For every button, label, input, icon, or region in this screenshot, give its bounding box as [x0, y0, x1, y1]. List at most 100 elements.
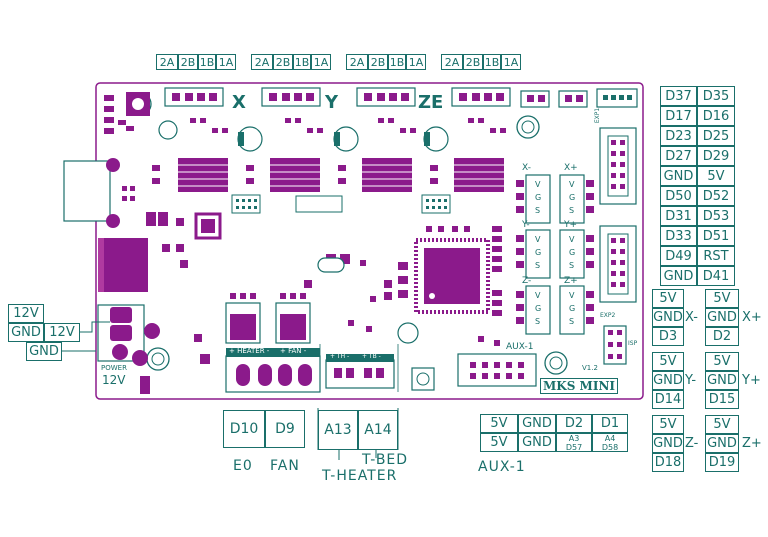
ymax-d15: D15	[705, 390, 739, 409]
vgs-v-5: V	[535, 291, 541, 300]
regulator-dot	[132, 98, 144, 110]
ic-isp-header	[295, 195, 343, 213]
exp-pins	[611, 140, 625, 287]
aux1-r2-a4-d58: A4 D58	[592, 433, 628, 452]
aux1-r2-a3-d57: A3 D57	[556, 433, 592, 452]
heater-pin-d10: D10	[223, 410, 265, 448]
zmin-gnd: GND	[652, 434, 684, 453]
xmax-d2: D2	[705, 327, 739, 346]
led-dots	[194, 320, 500, 364]
heater-e0-label: E0	[233, 458, 253, 474]
e-pin-2b: 2B	[463, 54, 483, 70]
aux1-r1-d2: D2	[556, 414, 592, 433]
power-line-1	[80, 321, 110, 333]
usb-pins	[122, 186, 135, 201]
aux1-d58: D58	[601, 442, 619, 452]
exp2-r3-c1: RST	[697, 246, 735, 266]
exp1-r2-c1: D25	[697, 126, 735, 146]
driver-ic-stripes	[178, 164, 504, 187]
zmax-d19: D19	[705, 453, 739, 472]
vgs-v-6: V	[569, 291, 575, 300]
endstop-silk-zminus: Z-	[522, 276, 532, 286]
aux1-d57: D57	[565, 442, 583, 452]
mount-hole-bl-inner	[151, 352, 165, 366]
zmin-d18: D18	[652, 453, 684, 472]
usb-pad-2	[106, 214, 120, 228]
zmax-5v: 5V	[705, 415, 739, 434]
thermistor-silk-bar	[326, 354, 394, 362]
ymax-5v: 5V	[705, 352, 739, 371]
vgs-g-3: G	[535, 248, 542, 257]
power-gnd-bottom: GND	[26, 342, 62, 361]
motor-conn-e	[451, 87, 511, 107]
vgs-s-3: S	[535, 261, 541, 270]
xmax-5v: 5V	[705, 289, 739, 308]
v12-silk: 12V	[102, 373, 126, 387]
ymin-d14: D14	[652, 390, 684, 409]
crystal	[317, 257, 345, 273]
aux1-r1-gnd: GND	[518, 414, 556, 433]
zmax-axis: Z+	[742, 436, 762, 451]
xmax-axis: X+	[742, 310, 762, 325]
z-pin-2a: 2A	[346, 54, 368, 70]
xmin-axis: X-	[685, 310, 698, 325]
e-pin-1b: 1B	[483, 54, 501, 70]
heater-silk: + HEATER -	[229, 347, 270, 355]
endstop-connectors	[525, 174, 585, 335]
vgs-g-5: G	[535, 304, 542, 313]
axis-label-ze: ZE	[418, 92, 444, 113]
exp1-r1-c1: D16	[697, 106, 735, 126]
aux1-r2-gnd: GND	[518, 433, 556, 452]
zmax-gnd: GND	[705, 434, 739, 453]
endstop-silk-xplus: X+	[564, 163, 578, 173]
thermistor-a14: A14	[358, 410, 398, 450]
inductor-edge	[98, 238, 104, 292]
vgs-v-4: V	[569, 235, 575, 244]
motor-conn-x	[164, 87, 224, 107]
fan-label: FAN	[270, 458, 300, 474]
e-pin-1a: 1A	[501, 54, 521, 70]
mount-hole-br-inner	[549, 356, 563, 370]
tb-silk: + TB -	[362, 353, 381, 360]
exp1-r4-c0: GND	[660, 166, 697, 186]
aux1-a3: A3	[568, 433, 580, 443]
power-12v-top: 12V	[8, 304, 44, 323]
thermistor-theater-label: T-HEATER	[322, 468, 398, 484]
power-pad-4	[144, 323, 160, 339]
power-pad-2	[110, 325, 132, 341]
vgs-g-6: G	[569, 304, 576, 313]
z-pin-1b: 1B	[388, 54, 406, 70]
aux1-r2-5v: 5V	[480, 433, 518, 452]
heater-fan-pad-1	[236, 364, 250, 386]
endstop-silk-zplus: Z+	[564, 276, 578, 286]
middle-passives	[304, 226, 502, 316]
endstop-silk-yminus: Y-	[522, 220, 530, 230]
header-16-32-pins	[603, 95, 632, 100]
heater-fan-pad-2	[258, 364, 272, 386]
vgs-s-6: S	[569, 317, 575, 326]
mount-hole-mid	[397, 322, 419, 344]
vgs-s-1: S	[535, 206, 541, 215]
exp1-r3-c0: D27	[660, 146, 697, 166]
zmin-5v: 5V	[652, 415, 684, 434]
power-diode	[140, 376, 150, 394]
exp2-r3-c0: D49	[660, 246, 697, 266]
x-pin-1b: 1B	[198, 54, 216, 70]
exp1-r3-c1: D29	[697, 146, 735, 166]
power-gnd-left: GND	[8, 323, 44, 342]
exp2-r2-c1: D51	[697, 226, 735, 246]
motor-conn-z	[356, 87, 416, 107]
heater-fan-pad-3	[278, 364, 292, 386]
reset-button-cap	[416, 372, 430, 386]
conn-16-32	[596, 88, 638, 108]
aux1-r1-5v: 5V	[480, 414, 518, 433]
passive-pads	[104, 95, 506, 184]
usb-pad-1	[106, 158, 120, 172]
fan-silk: + FAN -	[280, 347, 307, 355]
z-pin-1a: 1A	[406, 54, 426, 70]
ic-pins	[236, 199, 447, 209]
isp-silk: ISP	[628, 340, 638, 347]
isp-pins	[608, 330, 622, 359]
axis-label-y: Y	[325, 92, 339, 113]
mosfet-heater	[230, 314, 256, 340]
